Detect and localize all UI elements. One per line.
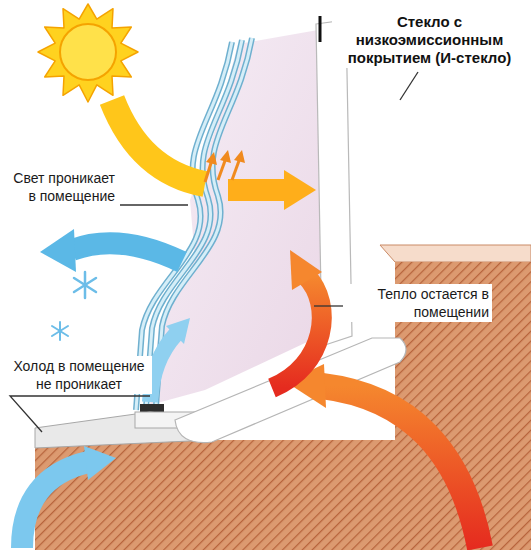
arrow-head: [206, 152, 217, 165]
callout-label: Холод в помещение не проникает: [6, 356, 152, 394]
arrow-head: [290, 250, 322, 290]
arrow-head: [220, 150, 231, 163]
leader-line: [400, 72, 418, 100]
glass-surface: [150, 30, 322, 405]
leader-line: [314, 305, 343, 306]
cold-arrow: [22, 462, 88, 548]
callout-label: Тепло остается в помещении: [346, 284, 492, 322]
arrow-head: [166, 318, 190, 344]
arrow-head: [40, 229, 76, 272]
snowflake: [52, 322, 68, 340]
light-arrow: [228, 179, 285, 201]
leader-line: [120, 204, 188, 205]
sun: [60, 24, 116, 80]
glass-pane: [146, 40, 242, 408]
snowflake: [74, 272, 96, 298]
glass-pane: [146, 40, 242, 408]
arrow-head: [84, 446, 116, 480]
arrow-head: [284, 170, 316, 210]
cold-arrow: [72, 243, 182, 262]
heat-arrow: [272, 276, 322, 388]
callout-label: Свет проникает в помещение: [6, 168, 118, 206]
heat-arrow: [322, 386, 480, 548]
arrow-head: [234, 150, 245, 163]
wall-bottom: [35, 440, 397, 550]
sun-rays: [38, 4, 138, 102]
leader-line: [10, 396, 150, 432]
frame-edge: [319, 16, 322, 42]
wall-top: [380, 245, 531, 262]
cold-arrow: [150, 334, 176, 402]
callout-title: Стекло с низкоэмиссионным покрытием (И-с…: [332, 12, 527, 68]
light-arrow: [112, 100, 205, 184]
